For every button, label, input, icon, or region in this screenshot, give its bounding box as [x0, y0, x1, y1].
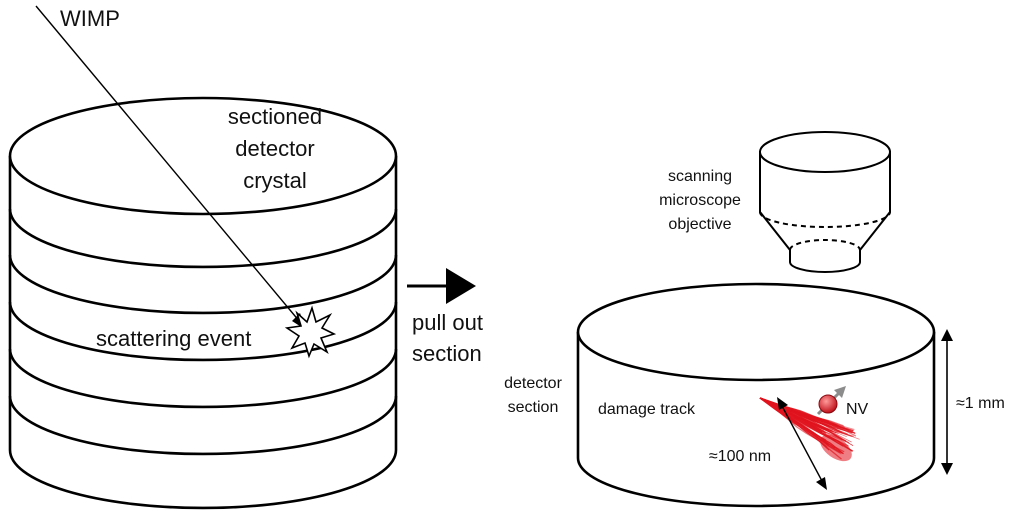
microscope-objective-icon — [759, 131, 891, 273]
scattering-star-icon — [284, 305, 337, 359]
wimp-label: WIMP — [60, 6, 120, 31]
detector-section-label-line1: detector — [504, 375, 562, 392]
scale-arrow-1mm — [941, 329, 953, 475]
pull-out-arrow-icon — [446, 268, 476, 304]
section-bottom-arc — [576, 457, 936, 508]
scattering-event-label: scattering event — [96, 326, 251, 351]
nv-center-icon — [816, 386, 846, 416]
damage-track-label: damage track — [598, 401, 696, 418]
nv-label: NV — [846, 401, 869, 418]
scale-100nm-label: ≈100 nm — [709, 448, 771, 465]
section-line — [8, 348, 398, 409]
pull-out-label-line1: pull out — [412, 310, 483, 335]
crystal-bottom-arc — [8, 449, 398, 510]
crystal-top-ellipse — [8, 96, 398, 216]
damage-track-strand — [759, 397, 828, 431]
scale-arrow-100nm — [777, 397, 827, 490]
section-line — [8, 301, 398, 362]
section-top-ellipse — [576, 282, 936, 382]
damage-track-strand — [759, 397, 856, 434]
section-line — [8, 254, 398, 315]
damage-track-core — [820, 434, 852, 462]
microscope-label-line3: objective — [668, 216, 731, 233]
sectioned-crystal — [8, 96, 398, 510]
crystal-label-line1: sectioned — [228, 104, 322, 129]
damage-track — [759, 397, 860, 462]
microscope-label-line2: microscope — [659, 192, 741, 209]
section-line — [8, 208, 398, 269]
pull-out-label-line2: section — [412, 341, 482, 366]
crystal-label-line3: crystal — [243, 168, 307, 193]
wimp-trajectory — [35, 5, 301, 323]
detector-section-label-line2: section — [508, 399, 559, 416]
microscope-label-line1: scanning — [668, 168, 732, 185]
scale-1mm-label: ≈1 mm — [956, 395, 1005, 412]
crystal-label-line2: detector — [235, 136, 315, 161]
section-line — [8, 395, 398, 456]
detector-section — [576, 282, 936, 508]
